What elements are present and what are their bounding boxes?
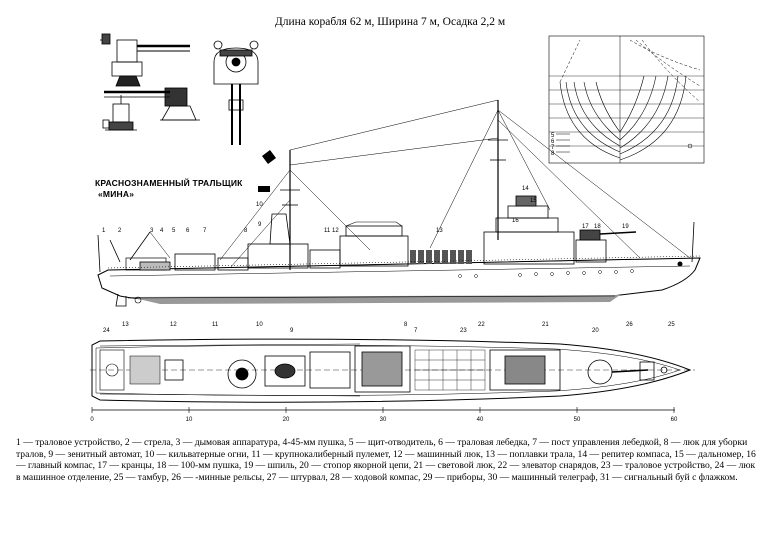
callout-number: 16 (512, 218, 519, 224)
callout-number: 22 (478, 322, 485, 328)
hull-body-plan (548, 35, 705, 164)
callout-number: 8 (551, 151, 555, 157)
callout-number: 8 (404, 322, 408, 328)
scale-label: 40 (477, 417, 484, 423)
scale-label: 30 (380, 417, 387, 423)
callout-number: 12 (332, 228, 339, 234)
legend-text: 1 — траловое устройство, 2 — стрела, 3 —… (16, 437, 756, 483)
gun-front-view-small (102, 95, 137, 131)
callout-number: 12 (170, 322, 177, 328)
callout-number: 9 (258, 222, 262, 228)
ship-name-line2: «МИНА» (98, 189, 135, 199)
callout-number: 7 (551, 145, 555, 151)
callout-number: 6 (186, 228, 190, 234)
ship-name-line1: КРАСНОЗНАМЕННЫЙ ТРАЛЬЩИК (95, 178, 243, 188)
callout-number: 23 (460, 328, 467, 334)
scale-label: 60 (671, 417, 678, 423)
gun-front-view-large (213, 40, 259, 145)
gun-side-view-upper (100, 33, 190, 87)
gun-side-view-lower (104, 87, 200, 121)
callout-number: 5 (551, 133, 555, 139)
scale-label: 10 (186, 417, 193, 423)
callout-number: 5 (172, 228, 176, 234)
ship-name: КРАСНОЗНАМЕННЫЙ ТРАЛЬЩИК «МИНА» (95, 178, 243, 200)
callout-number: 13 (122, 322, 129, 328)
callout-number: 10 (256, 322, 263, 328)
callout-number: 10 (256, 202, 263, 208)
callout-number: 3 (150, 228, 154, 234)
callout-number: 11 (324, 228, 331, 234)
scale-bar (91, 407, 675, 413)
callout-number: 21 (542, 322, 549, 328)
callout-number: 7 (414, 328, 418, 334)
callout-number: 15 (530, 198, 537, 204)
scale-label: 50 (574, 417, 581, 423)
callout-number: 2 (118, 228, 122, 234)
scale-label: 0 (90, 417, 94, 423)
callout-number: 19 (622, 224, 629, 230)
callout-number: 9 (290, 328, 294, 334)
callout-number: 4 (160, 228, 164, 234)
callout-number: 8 (244, 228, 248, 234)
callout-number: 25 (668, 322, 675, 328)
page-title: Длина корабля 62 м, Ширина 7 м, Осадка 2… (274, 16, 506, 28)
callout-number: 24 (103, 328, 110, 334)
ship-side-elevation (97, 99, 701, 307)
scale-label: 20 (283, 417, 290, 423)
callout-number: 1 (102, 228, 106, 234)
callout-number: 6 (551, 139, 555, 145)
callout-number: 17 (582, 224, 589, 230)
callout-number: 18 (594, 224, 601, 230)
callout-number: 7 (203, 228, 207, 234)
callout-number: 13 (436, 228, 443, 234)
ship-plan-view (90, 338, 695, 403)
callout-number: 20 (592, 328, 599, 334)
callout-number: 14 (522, 186, 529, 192)
callout-number: 26 (626, 322, 633, 328)
callout-number: 11 (212, 322, 219, 328)
